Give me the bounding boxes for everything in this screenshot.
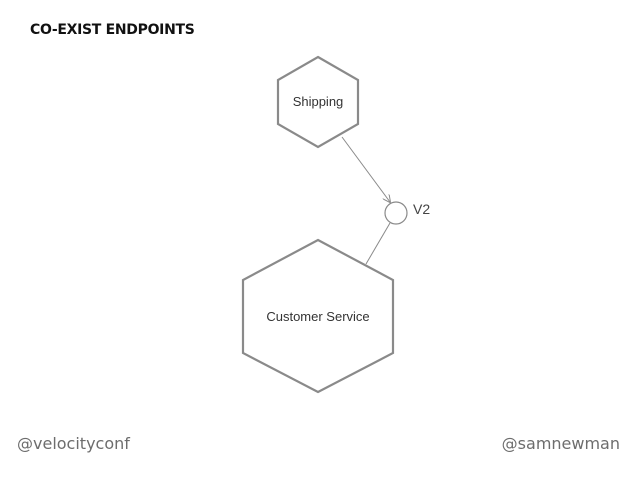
shipping-hexagon bbox=[276, 55, 360, 149]
customer-service-node: Customer Service bbox=[241, 238, 395, 394]
slide-title: CO-EXIST ENDPOINTS bbox=[30, 22, 195, 38]
shipping-node: Shipping bbox=[276, 55, 360, 149]
shipping-to-endpoint-arrow bbox=[341, 136, 390, 202]
footer-speaker-handle: @samnewman bbox=[501, 434, 620, 453]
customer-service-label: Customer Service bbox=[266, 309, 369, 324]
customer-service-hexagon bbox=[241, 238, 395, 394]
endpoint-to-customer-service-line bbox=[365, 222, 391, 265]
footer-conference-handle: @velocityconf bbox=[17, 434, 130, 453]
v2-endpoint: V2 bbox=[384, 201, 430, 225]
endpoint-label: V2 bbox=[413, 201, 430, 217]
endpoint-circle bbox=[384, 201, 408, 225]
shipping-label: Shipping bbox=[293, 94, 344, 109]
